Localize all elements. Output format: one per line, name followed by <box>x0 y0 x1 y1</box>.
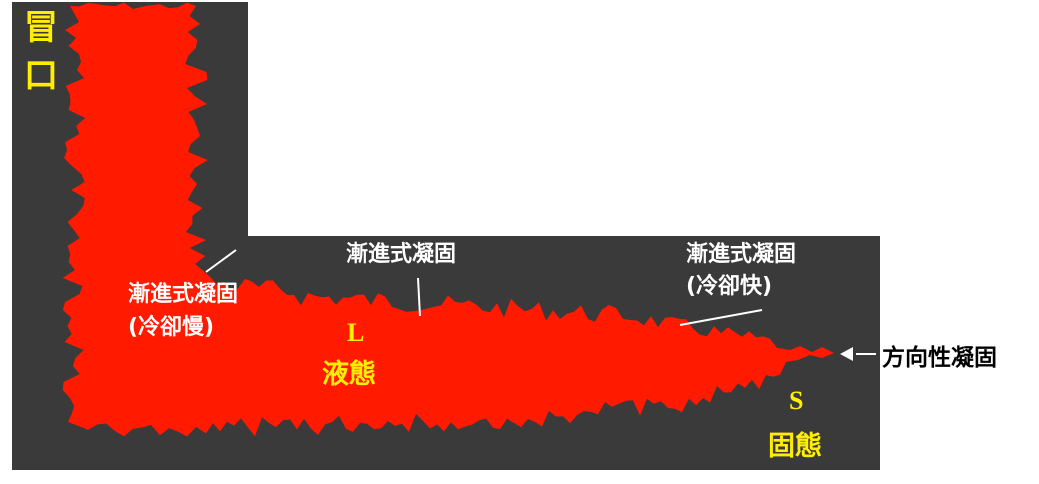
riser-label-char-2: 口 <box>24 56 58 96</box>
solid-letter: S <box>789 386 804 415</box>
directional-solidification-label: 方向性凝固 <box>882 345 997 371</box>
callout-line-middle <box>417 277 421 317</box>
progressive-right-label: 漸進式凝固 <box>686 242 797 267</box>
callout-line-right <box>679 309 763 326</box>
progressive-left-label: 漸進式凝固 <box>128 282 239 307</box>
callout-line-left <box>205 249 237 273</box>
solid-state-label: 固態 <box>768 431 822 462</box>
riser-label-char-1: 冒 <box>24 8 58 48</box>
liquid-state-label: 液態 <box>322 359 376 390</box>
liquid-letter: L <box>347 318 365 347</box>
callout-lines <box>205 249 876 355</box>
molten-metal-region <box>62 2 834 437</box>
progressive-middle-label: 漸進式凝固 <box>346 242 457 267</box>
progressive-right-note: (冷卻快) <box>686 274 773 299</box>
progressive-left-note: (冷卻慢) <box>128 315 215 340</box>
left-arrow-icon <box>840 347 853 361</box>
